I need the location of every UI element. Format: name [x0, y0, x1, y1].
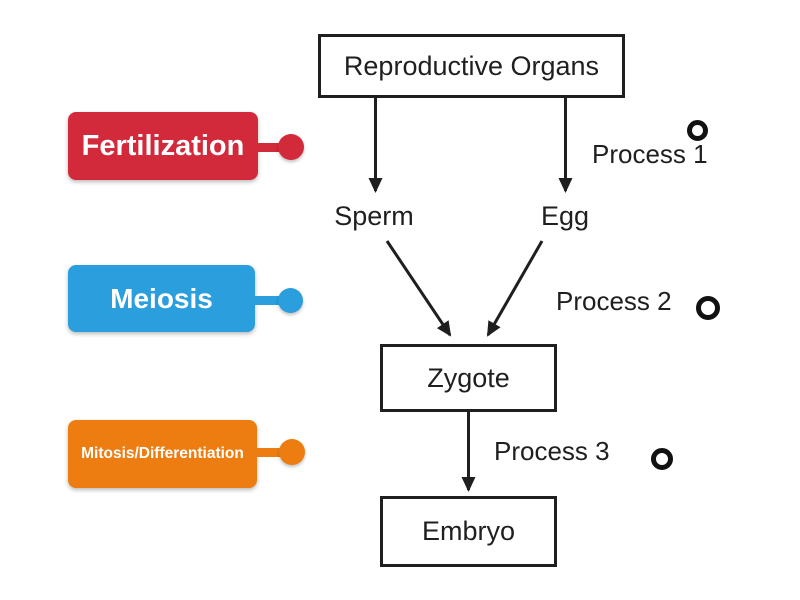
drag-label-mitosis-differentiation[interactable]: Mitosis/Differentiation	[68, 420, 306, 488]
connector-dot-icon	[278, 134, 304, 160]
drag-label-mitosis-differentiation-text: Mitosis/Differentiation	[81, 445, 244, 462]
drag-label-meiosis-box[interactable]: Meiosis	[68, 265, 255, 332]
connector-stem	[253, 296, 281, 305]
process-3-label: Process 3	[494, 436, 610, 466]
connector-dot-icon	[278, 288, 303, 313]
process-3-drop-ring-icon[interactable]	[651, 448, 673, 470]
drag-label-fertilization-box[interactable]: Fertilization	[68, 112, 258, 180]
node-reproductive-organs: Reproductive Organs	[318, 34, 625, 98]
node-egg-label: Egg	[540, 201, 590, 231]
drag-label-mitosis-differentiation-box[interactable]: Mitosis/Differentiation	[68, 420, 257, 488]
node-zygote-label: Zygote	[427, 362, 510, 393]
drag-label-meiosis[interactable]: Meiosis	[68, 265, 305, 332]
process-2-drop-ring-icon[interactable]	[696, 296, 720, 320]
connector-dot-icon	[279, 439, 305, 465]
process-1-drop-ring-icon[interactable]	[687, 120, 708, 141]
node-sperm-label: Sperm	[334, 201, 414, 231]
node-zygote: Zygote	[380, 344, 557, 412]
drag-label-fertilization[interactable]: Fertilization	[68, 112, 305, 180]
node-embryo-label: Embryo	[421, 516, 516, 546]
connector-stem	[254, 143, 282, 152]
node-reproductive-organs-label: Reproductive Organs	[343, 50, 600, 81]
node-embryo: Embryo	[380, 496, 557, 567]
drag-label-fertilization-text: Fertilization	[81, 129, 245, 162]
connector-stem	[255, 448, 281, 457]
process-1-label: Process 1	[592, 139, 708, 169]
arrow-egg-to-zygote	[486, 240, 544, 337]
process-2-label: Process 2	[556, 286, 672, 316]
drag-label-meiosis-text: Meiosis	[110, 282, 213, 314]
arrow-sperm-to-zygote	[385, 240, 452, 337]
